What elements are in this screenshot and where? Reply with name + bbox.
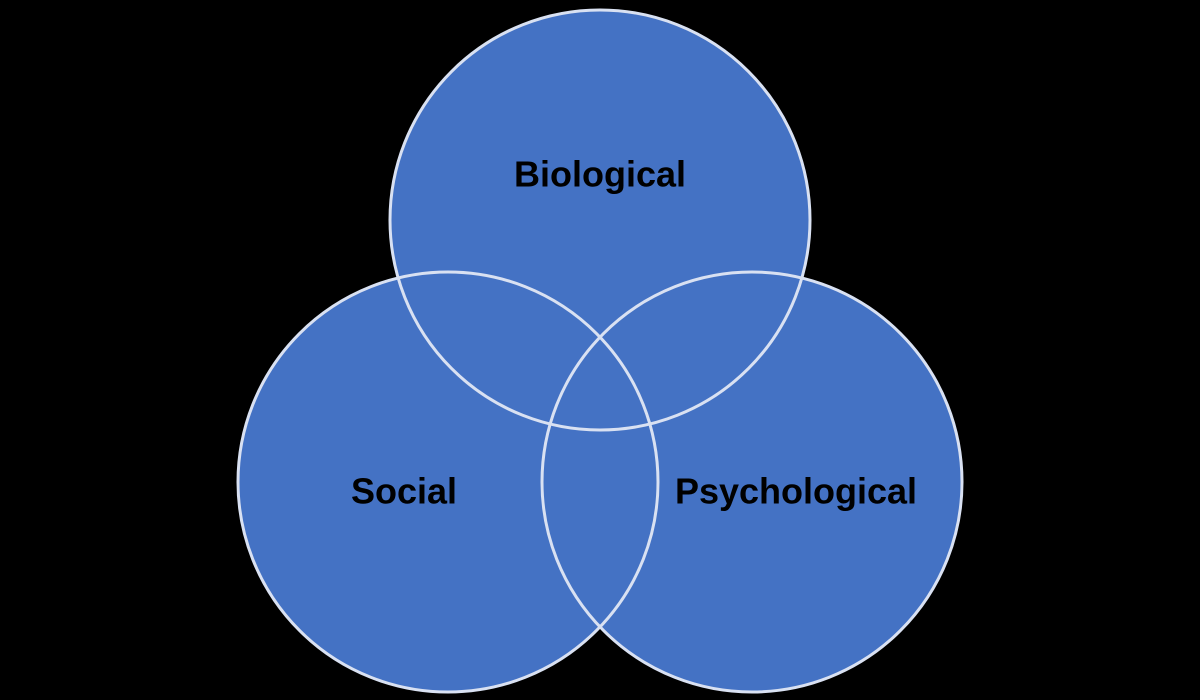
social-circle-outline — [236, 270, 660, 694]
psychological-circle — [542, 272, 962, 692]
biological-circle-outline — [388, 8, 812, 432]
social-circle — [238, 272, 658, 692]
psychological-label: Psychological — [675, 471, 917, 512]
social-label: Social — [351, 471, 457, 512]
psychological-circle-outline — [540, 270, 964, 694]
biological-label: Biological — [514, 154, 686, 195]
